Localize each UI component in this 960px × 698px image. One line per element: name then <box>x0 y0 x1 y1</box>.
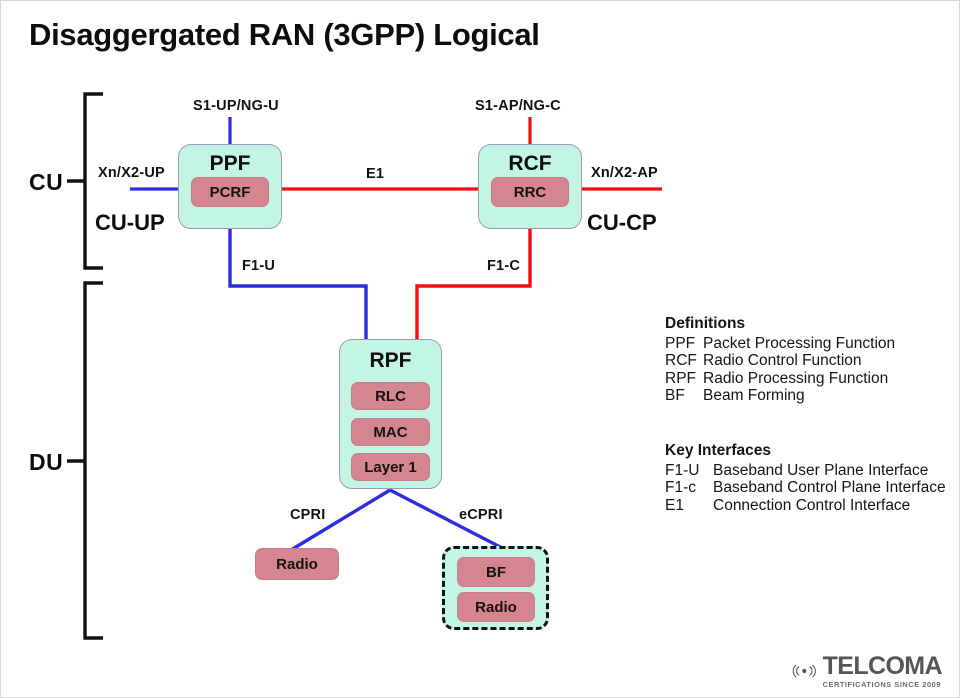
node-ru-block-bf[interactable]: BF <box>457 557 535 587</box>
legend-definitions-row: BF Beam Forming <box>665 387 895 405</box>
legend-definitions-row: PPF Packet Processing Function <box>665 335 895 353</box>
link-label-e1: E1 <box>366 166 385 182</box>
legend-key: RPF <box>665 369 696 387</box>
legend-key: PPF <box>665 334 696 352</box>
legend-value: Baseband User Plane Interface <box>713 461 929 479</box>
node-rpf-block-rlc[interactable]: RLC <box>351 382 430 410</box>
legend-key: BF <box>665 387 685 405</box>
du-bracket <box>67 281 103 640</box>
legend-key-interfaces-row: F1-U Baseband User Plane Interface <box>665 462 946 480</box>
node-radio-cpri[interactable]: Radio <box>255 548 339 580</box>
legend-value: Radio Processing Function <box>703 369 889 387</box>
link-f1-c <box>415 229 532 339</box>
node-rpf-title: RPF <box>369 349 412 372</box>
legend-key-interfaces-heading: Key Interfaces <box>665 442 771 459</box>
link-label-cpri: CPRI <box>290 507 326 523</box>
link-f1-u <box>228 229 368 339</box>
node-rpf-block-layer1[interactable]: Layer 1 <box>351 453 430 481</box>
link-label-f1-u: F1-U <box>242 258 276 274</box>
node-rcf-block-rrc[interactable]: RRC <box>491 177 569 207</box>
signal-dot-icon <box>802 668 807 674</box>
logo-name: TELCOMA <box>822 651 943 680</box>
link-cpri <box>290 488 391 552</box>
legend-value: Packet Processing Function <box>703 334 896 352</box>
node-ppf-title: PPF <box>209 152 251 175</box>
link-label-ecpri: eCPRI <box>459 507 503 523</box>
legend-value: Radio Control Function <box>703 352 862 370</box>
legend-value: Beam Forming <box>703 387 805 405</box>
logo-tagline: CERTIFICATIONS SINCE 2009 <box>822 679 941 689</box>
link-label-f1-c: F1-C <box>487 258 521 274</box>
legend-value: Connection Control Interface <box>713 496 911 514</box>
legend-key-interfaces: Key Interfaces F1-U Baseband User Plane … <box>665 442 946 514</box>
node-rpf-block-mac[interactable]: MAC <box>351 418 430 446</box>
brand-logo: TELCOMA CERTIFICATIONS SINCE 2009 <box>790 651 943 691</box>
legend-key: E1 <box>665 496 684 514</box>
legend-definitions-row: RPF Radio Processing Function <box>665 370 895 388</box>
link-label-xn-x2-up: Xn/X2-UP <box>98 165 165 181</box>
node-ppf-block-pcrf[interactable]: PCRF <box>191 177 269 207</box>
legend-key-interfaces-row: E1 Connection Control Interface <box>665 497 946 515</box>
link-label-xn-x2-ap: Xn/X2-AP <box>591 165 658 181</box>
logo-wordmark: TELCOMA CERTIFICATIONS SINCE 2009 <box>822 651 943 689</box>
node-ru-block-radio[interactable]: Radio <box>457 592 535 622</box>
node-rcf-title: RCF <box>508 152 552 175</box>
signal-wave-icon <box>792 664 816 678</box>
legend-key: F1-c <box>665 479 696 497</box>
plane-label-cu-cp: CU-CP <box>587 210 657 235</box>
legend-value: Baseband Control Plane Interface <box>713 479 946 497</box>
legend-definitions-row: RCF Radio Control Function <box>665 352 895 370</box>
legend-definitions: Definitions PPF Packet Processing Functi… <box>665 315 895 405</box>
page-title: Disaggergated RAN (3GPP) Logical <box>29 17 540 52</box>
link-label-s1-ap-ng-c: S1-AP/NG-C <box>475 98 561 114</box>
legend-key: RCF <box>665 352 697 370</box>
cu-bracket <box>67 92 103 270</box>
plane-label-cu-up: CU-UP <box>95 210 165 235</box>
legend-key-interfaces-row: F1-c Baseband Control Plane Interface <box>665 479 946 497</box>
link-label-s1-up-ng-u: S1-UP/NG-U <box>193 98 279 114</box>
section-label-du: DU <box>29 449 64 475</box>
section-label-cu: CU <box>29 169 64 195</box>
legend-definitions-heading: Definitions <box>665 315 746 332</box>
link-ecpri <box>389 488 507 552</box>
legend-key: F1-U <box>665 461 700 479</box>
